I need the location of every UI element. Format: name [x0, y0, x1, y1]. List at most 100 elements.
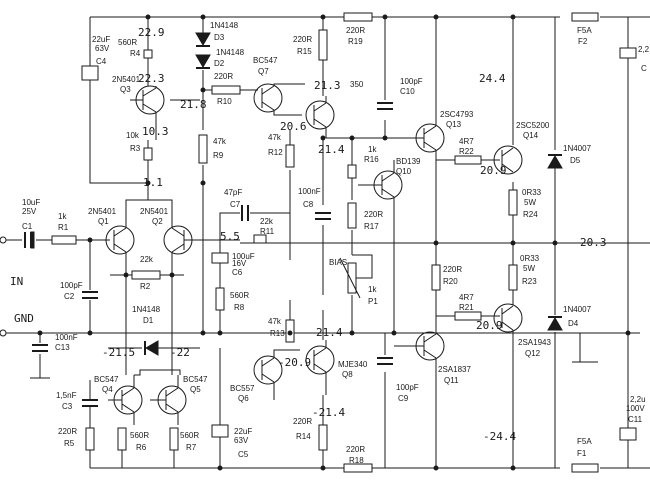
p1-value: 1k: [368, 285, 377, 294]
q10-type: BD139: [396, 157, 421, 166]
c7-ref: C7: [230, 200, 241, 209]
r23-ref: R23: [522, 277, 537, 286]
c5-value-b: 63V: [234, 436, 249, 445]
value-350: 350: [350, 80, 364, 89]
r3-ref: R3: [130, 144, 141, 153]
c11-value-a: 2,2u: [630, 395, 646, 404]
ground-terminal[interactable]: [0, 329, 7, 337]
voltage-d1-anode: -21.5: [102, 346, 135, 359]
resistor-r9: 47k R9: [198, 134, 227, 164]
d2-type: 1N4148: [216, 48, 245, 57]
c1-ref: C1: [22, 222, 33, 231]
f1-value: F5A: [577, 437, 592, 446]
c1-value-b: 25V: [22, 207, 37, 216]
r22-value: 4R7: [459, 137, 474, 146]
resistor-r3: 10k R3: [126, 131, 153, 183]
r9-ref: R9: [213, 151, 224, 160]
capacitor-c7: 47pF C7: [224, 188, 249, 221]
r23-value-a: 0R33: [520, 254, 540, 263]
resistor-r12: 47k R12: [268, 133, 295, 168]
resistor-r1: 1k R1: [51, 212, 77, 245]
voltage-r16: 21.4: [318, 143, 345, 156]
c10-ref: C10: [400, 87, 415, 96]
q5-type: BC547: [183, 375, 208, 384]
supply-section: F5A F2 F5A F1 2,2 C 2,2u 100V C11: [571, 12, 650, 473]
r24-ref: R24: [523, 210, 538, 219]
resistor-r23: 0R33 5W R23: [508, 254, 540, 291]
voltage-supply-positive: 24.4: [479, 72, 506, 85]
q12-ref: Q12: [525, 349, 541, 358]
input-terminal[interactable]: [0, 236, 7, 244]
r1-value: 1k: [58, 212, 67, 221]
potentiometer-p1[interactable]: 1k P1: [339, 254, 378, 306]
transistor-q14: [493, 145, 523, 175]
resistor-r22: 4R7 R22: [454, 137, 482, 165]
capacitor-c11: 2,2u 100V C11: [619, 395, 646, 441]
input-section: 10uF 25V C1 1k R1 IN GND 100pF C2 100nF …: [0, 198, 110, 379]
capacitor-c3: 1,5nF C3: [56, 380, 98, 428]
fuse-f2: F5A F2: [571, 12, 599, 46]
r14-ref: R14: [296, 432, 311, 441]
fuse-f1: F5A F1: [571, 437, 599, 473]
r13-value: 47k: [268, 317, 282, 326]
r19-ref: R19: [348, 37, 363, 46]
d3-type: 1N4148: [210, 21, 239, 30]
voltage-q3b: 22.3: [138, 72, 165, 85]
voltage-feedback: 5.5: [220, 230, 240, 243]
r6-value: 560R: [130, 431, 149, 440]
resistor-r5: 220R R5: [58, 427, 95, 451]
voltage-supply-negative: -24.4: [483, 430, 516, 443]
transistor-q1: [105, 225, 135, 255]
c9-ref: C9: [398, 394, 409, 403]
diode-d2: 1N4148 D2: [195, 48, 245, 69]
d3-ref: D3: [214, 33, 225, 42]
c4-value-a: 22uF: [92, 35, 110, 44]
r16-value: 1k: [368, 145, 377, 154]
c2-ref: C2: [64, 292, 75, 301]
voltage-d1-cathode: -22: [170, 346, 190, 359]
input-label: IN: [10, 275, 23, 288]
c2-value: 100pF: [60, 281, 83, 290]
r12-ref: R12: [268, 148, 283, 157]
transistor-q7: [253, 83, 283, 113]
r12-value: 47k: [268, 133, 282, 142]
diode-d3: 1N4148 D3: [195, 21, 239, 47]
r18-ref: R18: [349, 456, 364, 465]
r20-ref: R20: [443, 277, 458, 286]
q3-type: 2N5401: [112, 75, 141, 84]
diff-pair: 2N5401 Q1 2N5401 Q2 22k R2 1N4148 D1: [88, 183, 240, 325]
c11-value-b: 100V: [626, 404, 645, 413]
d2-ref: D2: [214, 59, 225, 68]
r16-ref: R16: [364, 155, 379, 164]
q2-ref: Q2: [152, 217, 163, 226]
r23-value-b: 5W: [523, 264, 535, 273]
c12-value: 2,2: [638, 45, 650, 54]
c5-ref: C5: [238, 450, 249, 459]
q8-ref: Q8: [342, 370, 353, 379]
feedback-network: 47pF C7 22k R11 100uF 16V C6 560R R8: [211, 188, 290, 333]
voltage-output: 20.3: [580, 236, 607, 249]
p1-ref: P1: [368, 297, 378, 306]
q12-type: 2SA1943: [518, 338, 551, 347]
r7-value: 560R: [180, 431, 199, 440]
d1-type: 1N4148: [132, 305, 161, 314]
r24-value-b: 5W: [524, 198, 536, 207]
voltage-q3c: 10.3: [142, 125, 169, 138]
resistor-r8: 560R R8: [215, 263, 249, 333]
capacitor-c13: 100nF C13: [32, 333, 78, 352]
c13-value: 100nF: [55, 333, 78, 342]
r2-value: 22k: [140, 255, 154, 264]
q1-ref: Q1: [98, 217, 109, 226]
diode-d5: 1N4007 D5: [547, 144, 592, 169]
r21-value: 4R7: [459, 293, 474, 302]
voltage-r10: 21.8: [180, 98, 207, 111]
resistor-r10: 220R R10: [203, 72, 258, 106]
r13-ref: R13: [270, 329, 285, 338]
q11-type: 2SA1837: [438, 365, 471, 374]
q10-ref: Q10: [396, 167, 412, 176]
d5-type: 1N4007: [563, 144, 592, 153]
r22-ref: R22: [459, 147, 474, 156]
c10-value: 100pF: [400, 77, 423, 86]
c11-ref: C11: [628, 415, 643, 424]
q6-ref: Q6: [238, 394, 249, 403]
